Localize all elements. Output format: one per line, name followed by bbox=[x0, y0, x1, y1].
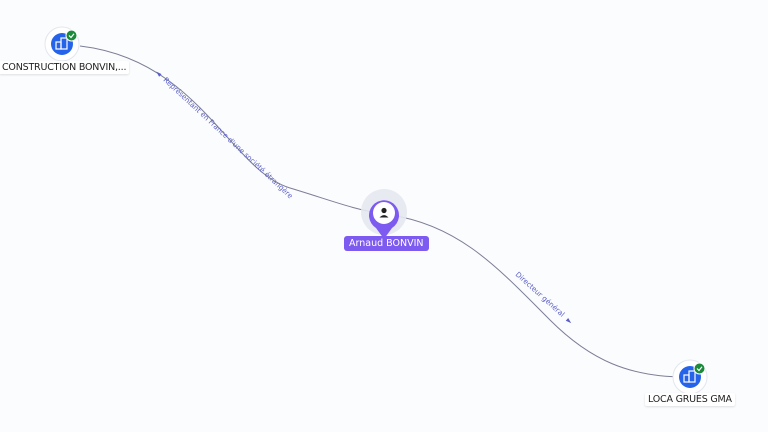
edge-arrow-company-b: ► bbox=[564, 316, 574, 327]
edge-arrow-company-a: ◄ bbox=[154, 68, 165, 79]
company-label-construction-bonvin[interactable]: CONSTRUCTION BONVIN,... bbox=[0, 61, 130, 74]
person-icon bbox=[379, 207, 389, 218]
building-icon bbox=[683, 370, 696, 383]
check-badge-icon bbox=[693, 362, 706, 375]
edge-person-company-a[interactable] bbox=[79, 45, 381, 214]
company-label-loca-grues[interactable]: LOCA GRUES GMA bbox=[645, 393, 735, 406]
check-badge-icon bbox=[65, 29, 78, 42]
person-label-arnaud-bonvin[interactable]: Arnaud BONVIN bbox=[344, 236, 429, 251]
edge-label-company-b: Directeur général ► bbox=[514, 270, 575, 326]
edge-text-company-b: Directeur général bbox=[514, 270, 567, 319]
company-node-construction-bonvin[interactable] bbox=[44, 26, 80, 62]
company-node-loca-grues[interactable] bbox=[672, 359, 708, 395]
building-icon bbox=[55, 37, 68, 50]
edge-person-company-b[interactable] bbox=[389, 214, 691, 378]
person-node-arnaud-bonvin[interactable] bbox=[361, 189, 407, 239]
edge-text-company-a: Représentant en France d'une société étr… bbox=[162, 75, 296, 200]
edge-label-company-a: ◄ Représentant en France d'une société é… bbox=[154, 68, 295, 201]
